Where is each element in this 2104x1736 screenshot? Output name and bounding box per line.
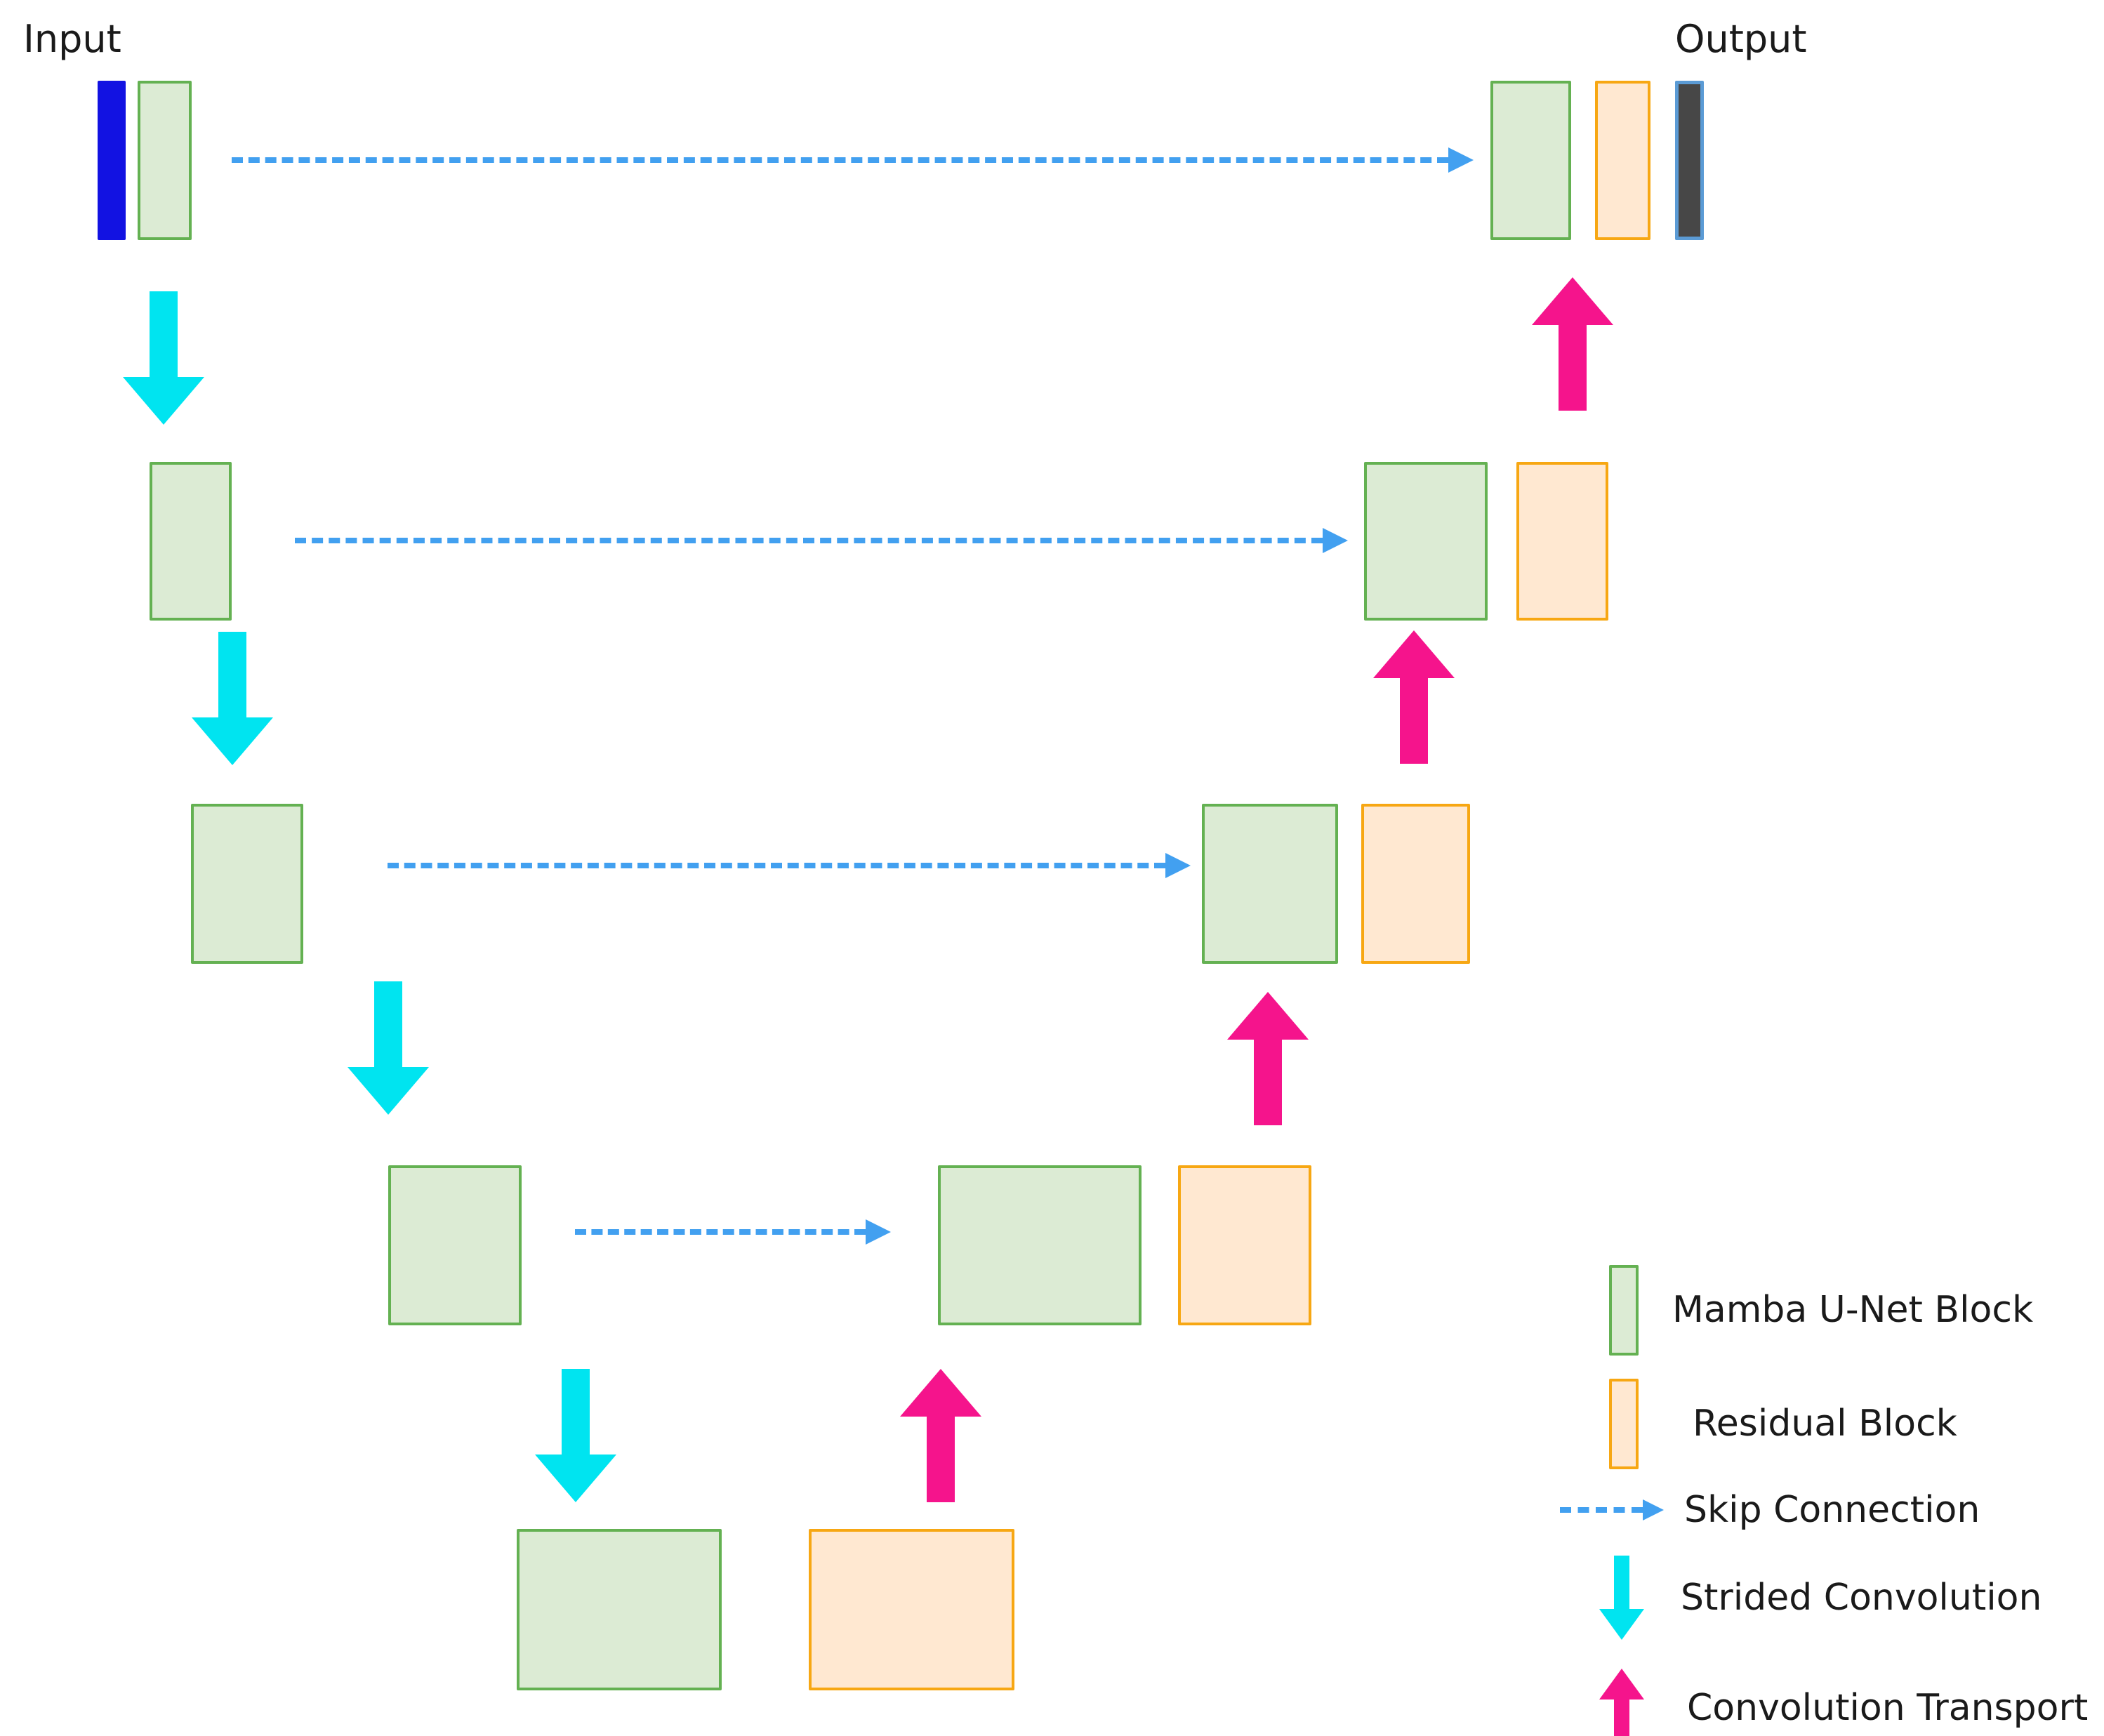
legend-label-convolution-transport: Convolution Transport: [1687, 1687, 2089, 1729]
strided-convolution-arrow-l3-l4: [348, 981, 429, 1115]
down-arrowhead-icon: [192, 717, 273, 765]
up-arrowhead-icon: [900, 1369, 981, 1417]
down-arrowhead-icon: [348, 1067, 429, 1115]
decoder-mamba-block-level3: [1202, 804, 1338, 964]
skip-connection-level4: [575, 1229, 866, 1235]
convolution-transport-arrow-icon: [1599, 1669, 1644, 1736]
down-arrowhead-icon: [535, 1455, 616, 1502]
convolution-transport-arrow-l2-l1: [1532, 277, 1613, 411]
up-arrowhead-icon: [1227, 992, 1309, 1040]
skip-connection-level3: [388, 863, 1165, 868]
convolution-transport-arrow-l3-l2: [1373, 630, 1455, 764]
residual-block-swatch: [1609, 1379, 1639, 1469]
input-label: Input: [23, 17, 121, 61]
right-arrowhead-icon: [1643, 1499, 1664, 1520]
decoder-residual-block-level3: [1361, 804, 1470, 964]
right-arrowhead-icon: [1448, 147, 1474, 173]
arrow-shaft: [1559, 325, 1587, 411]
convolution-transport-arrow-bottleneck-l4: [900, 1369, 981, 1502]
arrow-shaft: [150, 291, 178, 377]
down-arrowhead-icon: [1599, 1609, 1644, 1640]
encoder-mamba-block-level1: [138, 81, 192, 240]
strided-convolution-arrow-l4-bottleneck: [535, 1369, 616, 1502]
legend-label-mamba-block: Mamba U-Net Block: [1672, 1289, 2034, 1331]
strided-convolution-arrow-icon: [1599, 1556, 1644, 1640]
up-arrowhead-icon: [1599, 1669, 1644, 1699]
legend-label-residual-block: Residual Block: [1693, 1403, 1957, 1445]
output-label: Output: [1675, 17, 1807, 61]
arrow-shaft: [1614, 1699, 1629, 1736]
decoder-residual-block-level2: [1516, 462, 1608, 621]
arrow-shaft: [562, 1369, 590, 1455]
mamba-block-swatch: [1609, 1265, 1639, 1356]
arrow-shaft: [1254, 1040, 1282, 1125]
right-arrowhead-icon: [1323, 528, 1348, 553]
input-tensor-bar: [98, 81, 126, 240]
decoder-residual-block-level4: [1178, 1165, 1311, 1325]
arrow-shaft: [1614, 1556, 1629, 1609]
arrow-shaft: [218, 632, 246, 717]
decoder-mamba-block-level2: [1364, 462, 1488, 621]
down-arrowhead-icon: [123, 377, 204, 425]
decoder-residual-block-level1: [1595, 81, 1650, 240]
bottleneck-mamba-block: [517, 1529, 722, 1690]
encoder-mamba-block-level2: [150, 462, 232, 621]
encoder-mamba-block-level3: [191, 804, 303, 964]
decoder-mamba-block-level4: [938, 1165, 1142, 1325]
strided-convolution-arrow-l2-l3: [192, 632, 273, 765]
arrow-shaft: [374, 981, 402, 1067]
right-arrowhead-icon: [866, 1219, 891, 1245]
decoder-mamba-block-level1: [1490, 81, 1571, 240]
convolution-transport-arrow-l4-l3: [1227, 992, 1309, 1125]
skip-connection-level1: [232, 157, 1448, 163]
encoder-mamba-block-level4: [388, 1165, 522, 1325]
arrow-shaft: [1400, 678, 1428, 764]
legend-label-skip-connection: Skip Connection: [1684, 1489, 1980, 1531]
skip-connection-level2: [295, 538, 1323, 543]
up-arrowhead-icon: [1532, 277, 1613, 325]
strided-convolution-arrow-l1-l2: [123, 291, 204, 425]
legend-label-strided-convolution: Strided Convolution: [1681, 1577, 2042, 1619]
up-arrowhead-icon: [1373, 630, 1455, 678]
output-tensor-bar: [1675, 81, 1704, 240]
right-arrowhead-icon: [1165, 853, 1191, 878]
arrow-shaft: [927, 1417, 955, 1502]
bottleneck-residual-block: [809, 1529, 1014, 1690]
skip-connection-arrow-icon: [1560, 1507, 1643, 1513]
